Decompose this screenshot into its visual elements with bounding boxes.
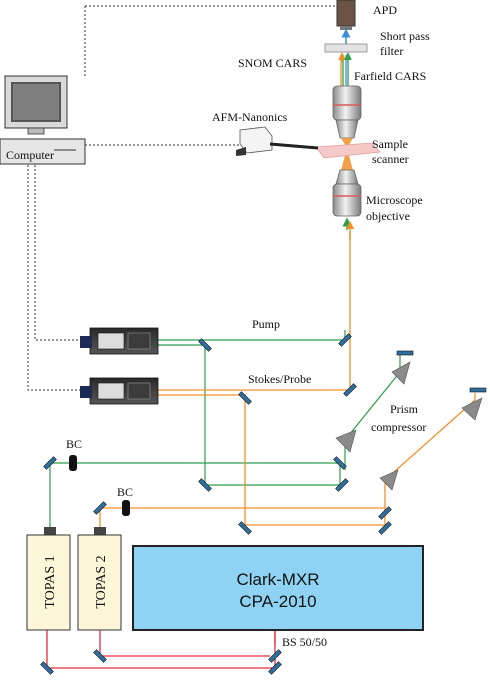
pump-label: Pump — [252, 317, 280, 331]
topas1-unit — [26, 527, 71, 631]
prism — [461, 397, 483, 421]
upper-objective — [332, 85, 362, 139]
snom-cars-label: SNOM CARS — [238, 56, 307, 70]
mirror — [378, 521, 392, 535]
prism-compressor-label-line2: compressor — [371, 420, 426, 434]
sample-scanner-label-line1: Sample — [372, 137, 408, 151]
mirror — [40, 661, 54, 675]
topas1-label: TOPAS 1 — [43, 555, 58, 608]
mirror — [343, 383, 357, 397]
lower-objective — [332, 169, 362, 217]
laser-label-line2: CPA-2010 — [239, 592, 316, 611]
mirrors — [40, 333, 487, 675]
signal-beams — [338, 28, 352, 86]
prism-compressor-label-line1: Prism — [390, 402, 419, 416]
computer-icon — [0, 75, 86, 165]
retro-mirror — [396, 350, 414, 356]
bc-upper-label: BC — [66, 437, 82, 451]
mirror — [333, 456, 347, 470]
prism — [379, 469, 399, 491]
apd-detector — [336, 0, 356, 30]
laser-label-line1: Clark-MXR — [236, 570, 319, 589]
microscope-objective-label-line1: Microscope — [366, 193, 423, 207]
beam-splitter-label: BS 50/50 — [282, 635, 327, 649]
prisms — [335, 361, 483, 491]
beam-splitter — [268, 649, 282, 663]
mirror — [43, 456, 57, 470]
apd-label: APD — [373, 3, 397, 17]
topas2-label: TOPAS 2 — [94, 555, 109, 608]
prism — [391, 361, 411, 385]
mirror — [338, 333, 352, 347]
bc-upper — [69, 455, 77, 471]
mirror — [238, 521, 252, 535]
short-pass-filter-label-line2: filter — [380, 44, 403, 58]
short-pass-filter — [324, 43, 368, 53]
green-beams — [49, 330, 401, 532]
retro-mirror — [469, 387, 487, 393]
pump-delay-stage — [80, 327, 159, 355]
afm-nanonics-label: AFM-Nanonics — [212, 110, 288, 124]
mirror — [198, 338, 212, 352]
mirror — [378, 506, 392, 520]
sample-scanner-label-line2: scanner — [372, 152, 409, 166]
bc-lower-label: BC — [117, 485, 133, 499]
short-pass-filter-label-line1: Short pass — [380, 29, 430, 43]
afm-nanonics-head — [236, 126, 319, 156]
sample-scanner — [315, 142, 381, 159]
stokes-probe-label: Stokes/Probe — [248, 372, 311, 386]
topas2-unit — [77, 527, 122, 631]
computer-label: Computer — [6, 148, 54, 162]
mirror — [238, 391, 252, 405]
microscope-objective-label-line2: objective — [366, 209, 410, 223]
mirror — [93, 649, 107, 663]
mirror — [93, 501, 107, 515]
clark-mxr-laser — [132, 545, 424, 631]
mirror — [268, 661, 282, 675]
farfield-cars-label: Farfield CARS — [354, 69, 426, 83]
mirror — [198, 478, 212, 492]
stokes-delay-stage — [80, 377, 159, 405]
prism — [335, 429, 357, 453]
upper-focus-cone — [341, 138, 353, 148]
mirror — [335, 478, 349, 492]
bc-lower — [122, 500, 130, 516]
